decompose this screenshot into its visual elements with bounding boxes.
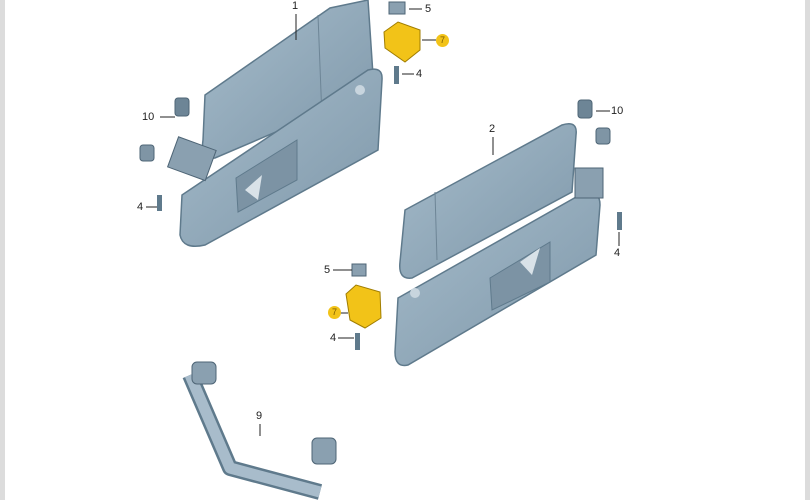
leader-lines — [146, 8, 620, 436]
clip-5-top — [388, 1, 406, 15]
callout-10-right: 10 — [611, 105, 624, 117]
bracket-7-top — [383, 21, 421, 63]
visor-2-hook-hole — [410, 288, 420, 298]
callout-4-left: 4 — [137, 201, 144, 213]
visor-2-fold-line — [434, 191, 438, 261]
callout-7-bottom: 7 — [328, 306, 341, 319]
screw-4-bottom — [355, 333, 360, 350]
callout-5-top: 5 — [425, 3, 432, 15]
callout-7-top: 7 — [436, 34, 449, 47]
visor-1-hinge — [166, 136, 217, 182]
callout-4-bottom: 4 — [330, 332, 337, 344]
visor-2-back-panel — [399, 123, 577, 279]
callout-5-bottom: 5 — [324, 264, 331, 276]
clip-5-bottom — [351, 263, 367, 277]
cap-10-right — [577, 99, 593, 119]
callout-4-top: 4 — [416, 68, 423, 80]
visor-2-mirror-glare — [520, 248, 540, 275]
bracket-7-bottom — [345, 284, 382, 329]
screw-4-left — [157, 195, 162, 211]
callout-1: 1 — [292, 0, 299, 12]
visor-2-hinge — [574, 167, 604, 199]
screw-4-top — [394, 66, 399, 84]
visor-2-connector — [595, 127, 611, 145]
visor-1-connector — [139, 144, 155, 162]
cap-10-left — [174, 97, 190, 117]
visor-1 — [139, 0, 383, 247]
left-border — [0, 0, 5, 500]
callout-2: 2 — [489, 123, 496, 135]
callout-9: 9 — [256, 410, 263, 422]
visor-2 — [394, 99, 622, 367]
screw-4-right — [617, 212, 622, 230]
visor-1-hook-hole — [355, 85, 365, 95]
callout-10-left: 10 — [142, 111, 155, 123]
grab-handle-9 — [182, 361, 337, 500]
right-border — [805, 0, 810, 500]
bracket-group-top — [383, 1, 421, 84]
callout-4-right: 4 — [614, 247, 621, 259]
bracket-group-bottom — [345, 263, 382, 350]
visor-1-mirror-glare — [245, 175, 262, 200]
